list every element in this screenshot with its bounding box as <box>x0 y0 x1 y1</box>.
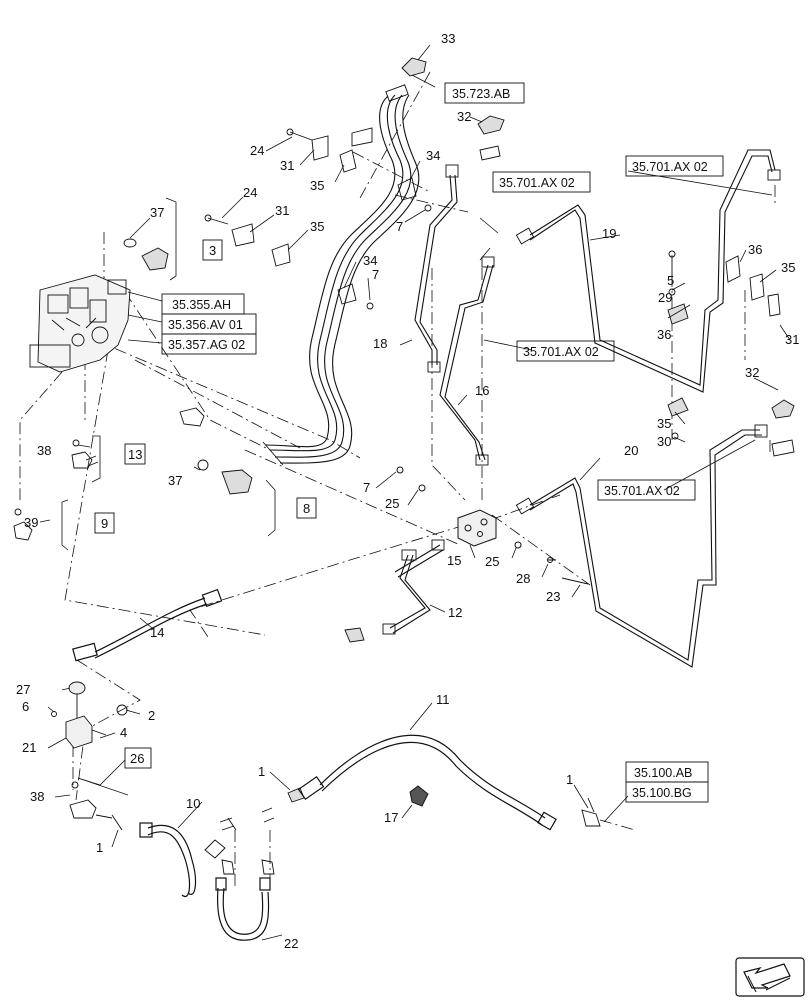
callout-35-lower: 35 <box>310 219 324 234</box>
reference-boxes <box>94 82 724 803</box>
ref-35-723-ab: 35.723.AB <box>452 87 510 101</box>
callout-37-lower: 37 <box>168 473 182 488</box>
ref-35-100-bg: 35.100.BG <box>632 786 692 800</box>
callout-1-right: 1 <box>566 772 573 787</box>
callout-38-lower: 38 <box>30 789 44 804</box>
callout-18: 18 <box>373 336 387 351</box>
direction-arrow-icon <box>735 957 805 997</box>
callout-16: 16 <box>475 383 489 398</box>
tube-bundle <box>264 94 420 464</box>
callout-2: 2 <box>148 708 155 723</box>
callout-1-left: 1 <box>96 840 103 855</box>
callout-6: 6 <box>22 699 29 714</box>
callout-28: 28 <box>516 571 530 586</box>
ref-35-356-av-01: 35.356.AV 01 <box>168 318 243 332</box>
callout-10: 10 <box>186 796 200 811</box>
callout-32-right: 32 <box>745 365 759 380</box>
box-label-9: 9 <box>101 516 108 531</box>
callout-7-low: 7 <box>363 480 370 495</box>
tube-end-fittings <box>344 164 781 643</box>
manifold-block <box>396 466 589 585</box>
callout-36-left: 36 <box>657 327 671 342</box>
callout-27: 27 <box>16 682 30 697</box>
lower-left-valve <box>51 681 128 831</box>
callout-33: 33 <box>441 31 455 46</box>
callout-leaders <box>39 44 791 941</box>
callout-25-right: 25 <box>485 554 499 569</box>
callout-5: 5 <box>667 273 674 288</box>
callout-25-left: 25 <box>385 496 399 511</box>
callout-24-top: 24 <box>250 143 264 158</box>
box-label-8: 8 <box>303 501 310 516</box>
callout-35-low-right: 35 <box>657 416 671 431</box>
callout-11: 11 <box>436 692 450 707</box>
callout-31-right: 31 <box>785 332 799 347</box>
box-label-26: 26 <box>130 751 144 766</box>
hose-11-fittings <box>409 785 601 827</box>
ref-35-701-ax-02-a: 35.701.AX 02 <box>499 176 575 190</box>
hose-14 <box>72 588 223 662</box>
ref-35-355-ah: 35.355.AH <box>172 298 231 312</box>
callout-35-right: 35 <box>781 260 795 275</box>
callout-23: 23 <box>546 589 560 604</box>
ref-35-100-ab: 35.100.AB <box>634 766 692 780</box>
hose-22 <box>215 877 271 941</box>
ref-35-701-ax-02-d: 35.701.AX 02 <box>604 484 680 498</box>
callout-12: 12 <box>448 605 462 620</box>
steel-tubes <box>389 149 776 668</box>
callout-4: 4 <box>120 725 127 740</box>
callout-35-top: 35 <box>310 178 324 193</box>
callout-34-lower: 34 <box>363 253 377 268</box>
callout-7-top: 7 <box>396 219 403 234</box>
callout-37-top: 37 <box>150 205 164 220</box>
callout-17: 17 <box>384 810 398 825</box>
control-valve-assembly <box>29 274 131 373</box>
callout-32-top: 32 <box>457 109 471 124</box>
part-callouts: 33 32 34 7 24 31 35 24 31 35 34 7 37 18 … <box>16 31 799 951</box>
callout-31-top: 31 <box>280 158 294 173</box>
callout-29: 29 <box>658 290 672 305</box>
callout-36-right: 36 <box>748 242 762 257</box>
callout-1-mid: 1 <box>258 764 265 779</box>
callout-24-lower: 24 <box>243 185 257 200</box>
callout-34-top: 34 <box>426 148 440 163</box>
tube-bundle-fittings <box>262 84 409 466</box>
callout-38-upper: 38 <box>37 443 51 458</box>
reference-labels: 35.723.AB 35.701.AX 02 35.701.AX 02 35.7… <box>101 87 708 800</box>
callout-14: 14 <box>150 625 164 640</box>
box-label-13: 13 <box>128 447 142 462</box>
callout-22: 22 <box>284 936 298 951</box>
callout-20: 20 <box>624 443 638 458</box>
callout-7-mid: 7 <box>372 267 379 282</box>
ref-35-357-ag-02: 35.357.AG 02 <box>168 338 245 352</box>
center-lines <box>19 71 776 890</box>
left-fittings <box>13 238 253 541</box>
hose-10-fittings <box>204 787 305 875</box>
hose-11 <box>297 734 557 831</box>
box-label-3: 3 <box>209 243 216 258</box>
callout-19: 19 <box>602 226 616 241</box>
hose-10 <box>139 822 197 898</box>
ref-35-701-ax-02-c: 35.701.AX 02 <box>523 345 599 359</box>
ref-35-701-ax-02-b: 35.701.AX 02 <box>632 160 708 174</box>
callout-39: 39 <box>24 515 38 530</box>
callout-21: 21 <box>22 740 36 755</box>
callout-15: 15 <box>447 553 461 568</box>
callout-30: 30 <box>657 434 671 449</box>
clamp-parts <box>204 57 795 457</box>
callout-31-lower: 31 <box>275 203 289 218</box>
